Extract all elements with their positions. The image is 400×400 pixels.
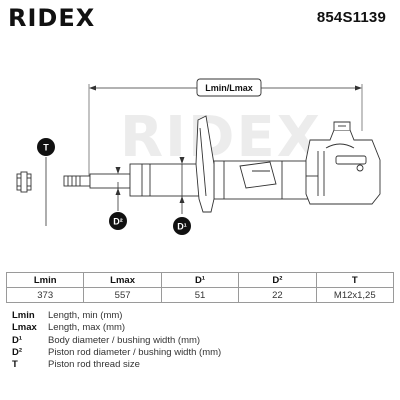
brand-logo-text: RIDEX (8, 4, 95, 32)
specs-header-lmax: Lmax (83, 272, 162, 288)
specs-table: Lmin Lmax D¹ D² T 373 557 51 22 M12x1,25 (5, 272, 395, 303)
shock-absorber-drawing: RIDEX Lmin/Lmax T D² (16, 78, 381, 235)
dimension-lmin-lmax: Lmin/Lmax (88, 78, 363, 176)
specs-header-d2: D² (238, 272, 317, 288)
body-diameter-marker-label: D¹ (177, 222, 187, 232)
rod-diameter-marker: D² (109, 167, 127, 230)
legend-item-lmin: Lmin Length, min (mm) (12, 310, 221, 322)
body-diameter-marker: D¹ (173, 157, 191, 235)
thread-marker: T (37, 138, 55, 226)
rod-diameter-arrow-bottom (115, 188, 121, 195)
thread-marker-circle (37, 138, 55, 156)
specs-value-t: M12x1,25 (315, 287, 395, 303)
spring-clip (239, 161, 277, 189)
part-number: 854S1139 (316, 9, 386, 26)
legend-description: Body diameter / bushing width (mm) (48, 334, 201, 346)
specs-value-lmin: 373 (5, 287, 85, 303)
rod-diameter-marker-label: D² (113, 217, 123, 227)
specs-value-row: 373 557 51 22 M12x1,25 (5, 287, 395, 303)
legend-key: D² (12, 346, 23, 358)
specs-header-d1: D¹ (160, 272, 240, 288)
body-diameter-marker-circle (173, 217, 191, 235)
brand-watermark: RIDEX (120, 105, 322, 170)
legend-key: D¹ (12, 334, 23, 346)
legend-description: Length, min (mm) (48, 310, 123, 321)
legend-item-lmax: Lmax Length, max (mm) (12, 322, 221, 334)
brand-logo: RIDEX (8, 4, 95, 32)
header: RIDEX 854S1139 (0, 0, 400, 36)
legend-description: Piston rod thread size (48, 359, 140, 371)
specs-header-t: T (315, 272, 395, 288)
legend-description: Length, max (mm) (48, 322, 126, 334)
legend-item-t: T Piston rod thread size (12, 359, 221, 371)
thread-marker-label: T (43, 143, 49, 153)
damper-body (129, 160, 329, 200)
body-diameter-arrow-bottom (179, 196, 185, 203)
legend-description: Piston rod diameter / bushing width (mm) (48, 346, 222, 358)
specs-value-lmax: 557 (83, 287, 162, 303)
legend: Lmin Length, min (mm) Lmax Length, max (… (12, 310, 221, 371)
dimension-label: Lmin/Lmax (205, 83, 253, 93)
legend-key: Lmin (12, 310, 35, 321)
thread-nut (16, 171, 32, 193)
rod-diameter-marker-circle (109, 212, 127, 230)
legend-item-d2: D² Piston rod diameter / bushing width (… (12, 347, 221, 359)
knuckle-bracket (305, 121, 381, 205)
specs-value-d2: 22 (238, 287, 317, 303)
dimension-label-box (196, 78, 262, 97)
dimension-arrow-left (89, 85, 96, 91)
body-diameter-arrow-top (179, 157, 185, 164)
rod-diameter-arrow-top (115, 167, 121, 174)
legend-key: T (12, 359, 18, 371)
specs-header-lmin: Lmin (5, 272, 85, 288)
piston-rod (63, 173, 131, 189)
specs-value-d1: 51 (160, 287, 240, 303)
legend-key: Lmax (12, 322, 37, 334)
spring-seat (195, 115, 215, 213)
specs-header-row: Lmin Lmax D¹ D² T (5, 272, 395, 288)
legend-item-d1: D¹ Body diameter / bushing width (mm) (12, 335, 221, 347)
dimension-arrow-right (355, 85, 362, 91)
